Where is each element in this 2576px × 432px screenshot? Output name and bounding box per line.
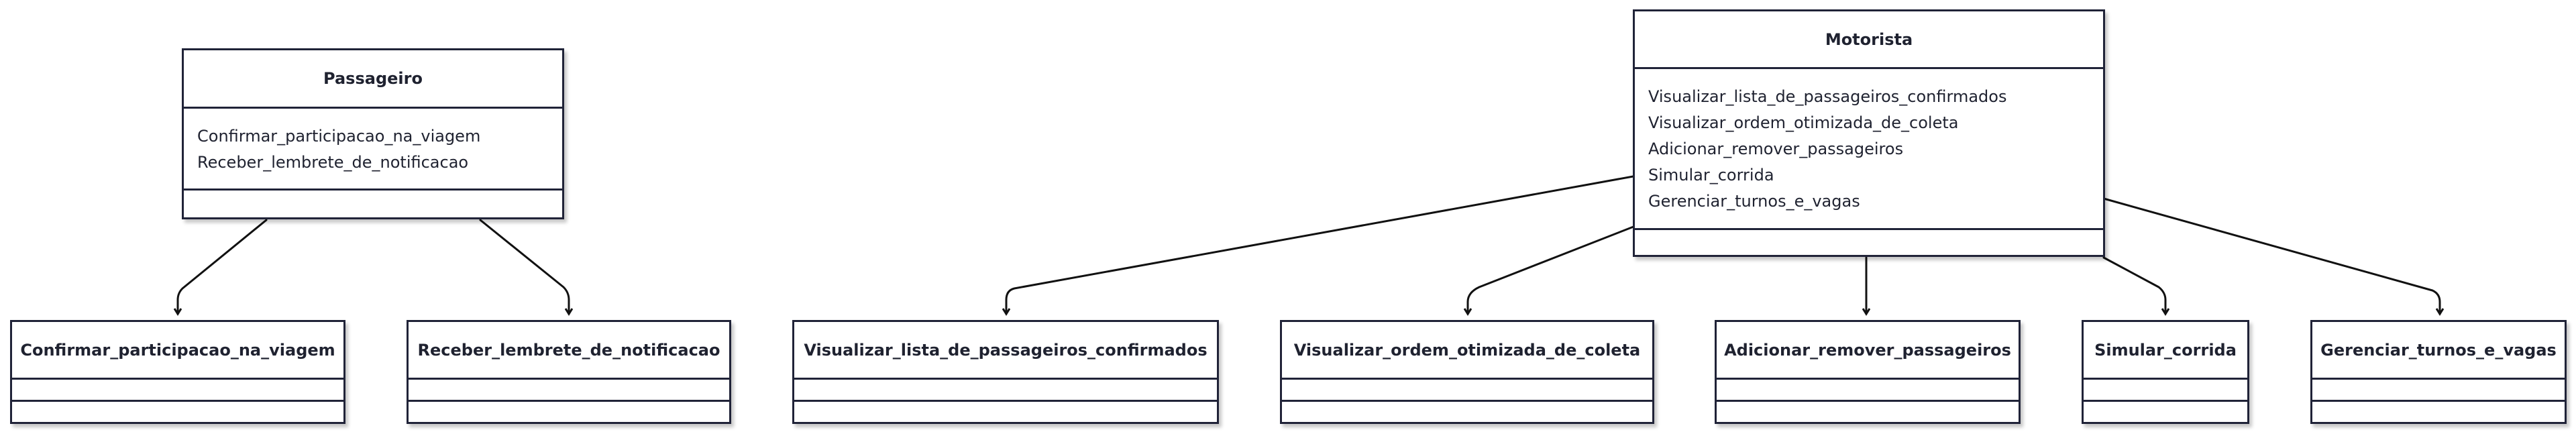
class-visualizar-ordem[interactable]: Visualizar_ordem_otimizada_de_coleta <box>1280 320 1654 424</box>
class-name: Gerenciar_turnos_e_vagas <box>2312 322 2565 380</box>
attributes-section <box>1282 380 1652 402</box>
class-confirmar-participacao[interactable]: Confirmar_participacao_na_viagem <box>10 320 345 424</box>
class-passageiro[interactable]: Passageiro Confirmar_participacao_na_via… <box>182 48 564 219</box>
class-adicionar-remover[interactable]: Adicionar_remover_passageiros <box>1715 320 2021 424</box>
class-name: Motorista <box>1635 11 2103 69</box>
operation: Gerenciar_turnos_e_vagas <box>1648 192 1860 211</box>
relation-passageiro-receber <box>479 219 569 314</box>
relation-motorista-visualizar-ordem <box>1468 224 1638 314</box>
operation: Visualizar_lista_de_passageiros_confirma… <box>1648 87 2007 106</box>
attributes-section <box>12 380 343 402</box>
operation: Receber_lembrete_de_notificacao <box>197 153 469 172</box>
class-name: Simular_corrida <box>2084 322 2247 380</box>
operations-section: Visualizar_lista_de_passageiros_confirma… <box>1635 69 2103 230</box>
operations-section <box>2312 402 2565 422</box>
class-name: Receber_lembrete_de_notificacao <box>409 322 729 380</box>
attributes-section <box>2084 380 2247 402</box>
relation-motorista-visualizar-lista <box>1006 174 1638 314</box>
class-name: Confirmar_participacao_na_viagem <box>12 322 343 380</box>
class-name: Passageiro <box>184 50 562 109</box>
operation: Confirmar_participacao_na_viagem <box>197 127 481 146</box>
class-receber-lembrete[interactable]: Receber_lembrete_de_notificacao <box>407 320 731 424</box>
empty-section <box>1635 230 2103 255</box>
attributes-section <box>1717 380 2019 402</box>
operation: Visualizar_ordem_otimizada_de_coleta <box>1648 113 1959 132</box>
relation-passageiro-confirmar <box>178 219 268 314</box>
empty-section <box>184 191 562 217</box>
operations-section: Confirmar_participacao_na_viagem Receber… <box>184 109 562 191</box>
class-name: Visualizar_lista_de_passageiros_confirma… <box>794 322 1217 380</box>
operations-section <box>12 402 343 422</box>
operations-section <box>794 402 1217 422</box>
operation: Adicionar_remover_passageiros <box>1648 140 1904 158</box>
attributes-section <box>794 380 1217 402</box>
operations-section <box>2084 402 2247 422</box>
class-gerenciar-turnos[interactable]: Gerenciar_turnos_e_vagas <box>2310 320 2567 424</box>
attributes-section <box>409 380 729 402</box>
class-motorista[interactable]: Motorista Visualizar_lista_de_passageiro… <box>1633 9 2105 257</box>
attributes-section <box>2312 380 2565 402</box>
relation-motorista-gerenciar <box>2102 197 2440 314</box>
relation-motorista-simular <box>2102 256 2165 314</box>
operations-section <box>409 402 729 422</box>
class-name: Visualizar_ordem_otimizada_de_coleta <box>1282 322 1652 380</box>
class-visualizar-lista[interactable]: Visualizar_lista_de_passageiros_confirma… <box>792 320 1219 424</box>
operation: Simular_corrida <box>1648 166 1774 184</box>
operations-section <box>1717 402 2019 422</box>
operations-section <box>1282 402 1652 422</box>
class-name: Adicionar_remover_passageiros <box>1717 322 2019 380</box>
class-simular-corrida[interactable]: Simular_corrida <box>2082 320 2249 424</box>
